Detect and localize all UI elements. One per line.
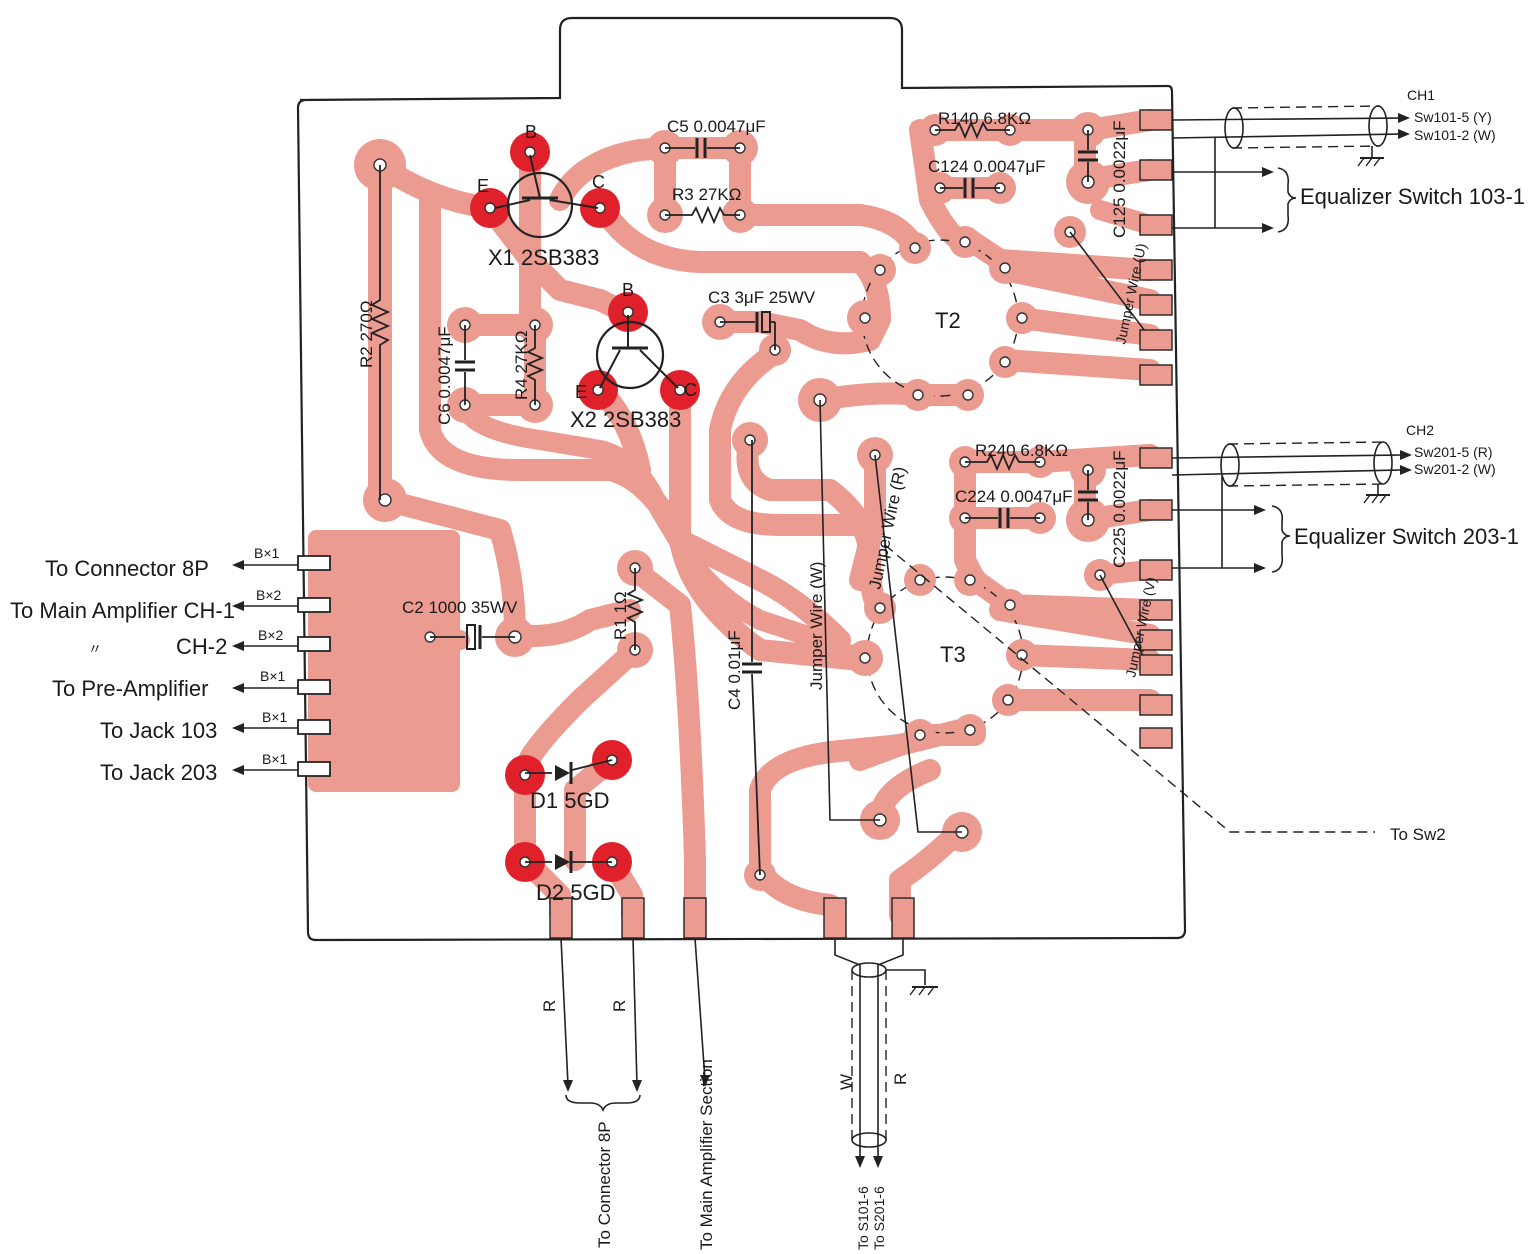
bottom-s101: To S101-6 <box>855 1186 871 1250</box>
capacitor-c4-symbol <box>742 440 762 876</box>
transistor-x2-symbol <box>595 315 679 390</box>
pin-x2-b: B <box>622 280 634 300</box>
pin-x2-c: C <box>684 380 697 400</box>
left-code-jack-103: B×1 <box>262 709 288 725</box>
left-connector-block <box>308 530 460 792</box>
ch1-title: CH1 <box>1407 87 1435 103</box>
ch1-line1: Sw101-5 (Y) <box>1414 109 1492 125</box>
diode-d1-symbol <box>525 759 613 784</box>
bottom-connection-labels: R R To Connector 8P To Main Amplifier Se… <box>540 1000 910 1250</box>
ch1-line2: Sw101-2 (W) <box>1414 127 1496 143</box>
label-r4: R4 27KΩ <box>512 331 531 400</box>
left-connection-labels: To Connector 8P B×1 To Main Amplifier CH… <box>10 545 288 785</box>
label-c125: C125 0.0022μF <box>1110 120 1129 238</box>
label-c5: C5 0.0047μF <box>667 117 766 136</box>
label-c224: C224 0.0047μF <box>955 487 1073 506</box>
capacitor-c2-symbol <box>430 624 515 650</box>
label-r2: R2 270Ω <box>357 300 376 368</box>
ch2-equalizer-switch: Equalizer Switch 203-1 <box>1294 524 1519 549</box>
left-ditto-mark: 〃 <box>88 641 102 657</box>
ch1-shielded-cable <box>1171 105 1410 167</box>
pin-x1-b: B <box>525 122 537 142</box>
right-connection-labels: CH1 Sw101-5 (Y) Sw101-2 (W) Equalizer Sw… <box>1294 87 1525 844</box>
label-r140: R140 6.8KΩ <box>938 109 1031 128</box>
capacitor-c6-symbol <box>455 325 475 405</box>
label-d2: D2 5GD <box>536 880 615 905</box>
capacitor-c3-symbol <box>720 311 776 350</box>
left-code-pre-amp: B×1 <box>260 668 286 684</box>
ch2-line2: Sw201-2 (W) <box>1414 461 1496 477</box>
label-c2: C2 1000 35WV <box>402 598 518 617</box>
bottom-main-amp: To Main Amplifier Section <box>697 1059 716 1250</box>
left-edge-fingers <box>297 555 331 777</box>
component-labels: B E C B E C X1 2SB383 X2 2SB383 R2 270Ω … <box>357 109 1159 905</box>
right-edge-fingers <box>1139 109 1173 749</box>
left-label-main-amp-ch1: To Main Amplifier CH-1 <box>10 598 235 623</box>
ch1-equalizer-switch: Equalizer Switch 103-1 <box>1300 184 1525 209</box>
pin-x1-e: E <box>477 176 489 196</box>
resistor-r240-symbol <box>965 452 1040 472</box>
resistor-r2-symbol <box>369 165 391 500</box>
label-r1: R1 1Ω <box>611 591 630 640</box>
resistor-r3-symbol <box>665 205 740 225</box>
ch1-equalizer-wiring <box>1172 138 1297 233</box>
left-label-ch2: CH-2 <box>176 634 227 659</box>
label-c6: C6 0.0047μF <box>435 326 454 425</box>
capacitor-c125-symbol <box>1078 130 1098 182</box>
bottom-connector-8p: To Connector 8P <box>595 1121 614 1248</box>
pin-x2-e: E <box>575 382 587 402</box>
left-external-wiring <box>232 560 298 775</box>
resistor-r4-symbol <box>525 325 545 405</box>
label-c4: C4 0.01μF <box>725 630 744 710</box>
label-x2: X2 2SB383 <box>570 407 681 432</box>
bottom-wire-w: W <box>837 1074 856 1090</box>
label-d1: D1 5GD <box>530 788 609 813</box>
sw2-label: To Sw2 <box>1390 825 1446 844</box>
ch2-shielded-cable <box>1171 441 1412 504</box>
left-code-connector-8p: B×1 <box>254 545 280 561</box>
left-code-jack-203: B×1 <box>262 751 288 767</box>
label-r3: R3 27KΩ <box>672 185 741 204</box>
left-label-jack-103: To Jack 103 <box>100 718 217 743</box>
label-c3: C3 3μF 25WV <box>708 288 816 307</box>
left-code-ch2: B×2 <box>258 627 284 643</box>
resistor-r1-symbol <box>625 568 645 650</box>
label-jumper-w: Jumper Wire (W) <box>807 562 826 690</box>
bottom-wire-r: R <box>891 1073 910 1085</box>
ch2-line1: Sw201-5 (R) <box>1414 444 1493 460</box>
capacitor-c124-symbol <box>940 178 1000 198</box>
left-code-main-amp-ch1: B×2 <box>256 587 282 603</box>
bottom-s201: To S201-6 <box>871 1186 887 1250</box>
capacitor-c5-symbol <box>665 138 740 158</box>
pin-x1-c: C <box>592 172 605 192</box>
capacitor-c225-symbol <box>1078 470 1098 520</box>
ch2-title: CH2 <box>1406 422 1434 438</box>
left-label-pre-amp: To Pre-Amplifier <box>52 676 208 701</box>
diode-d2-symbol <box>525 851 612 873</box>
left-label-connector-8p: To Connector 8P <box>45 556 209 581</box>
ch2-equalizer-wiring <box>1172 475 1291 573</box>
bottom-r-left: R <box>540 1000 559 1012</box>
jumper-wires <box>819 231 1149 833</box>
label-t2: T2 <box>935 308 961 333</box>
sw2-dashed-lead <box>884 544 1375 833</box>
label-c124: C124 0.0047μF <box>928 157 1046 176</box>
bottom-external-wiring <box>560 937 938 1168</box>
transistor-x1-symbol <box>494 154 599 239</box>
label-t3: T3 <box>940 642 966 667</box>
bottom-r-right: R <box>610 1000 629 1012</box>
bottom-edge-fingers <box>549 897 915 939</box>
capacitor-c224-symbol <box>965 508 1040 528</box>
resistor-r140-symbol <box>935 120 1010 140</box>
label-x1: X1 2SB383 <box>488 245 599 270</box>
left-label-jack-203: To Jack 203 <box>100 760 217 785</box>
label-c225: C225 0.0022μF <box>1110 450 1129 568</box>
label-r240: R240 6.8KΩ <box>975 441 1068 460</box>
